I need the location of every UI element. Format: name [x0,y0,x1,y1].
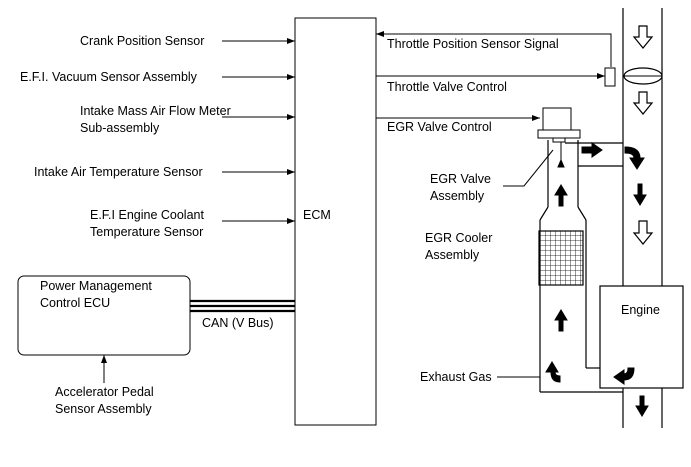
egr-gas-flow-arrows [545,142,649,417]
egr-arrow-up-1 [554,184,568,207]
ecm-label: ECM [303,208,331,222]
exhaust-arrow-down [635,395,649,417]
egr-arrow-up-2 [554,309,568,332]
can-bus-lines [190,299,295,313]
accelerator-pedal-sensor-label-line1: Accelerator Pedal [55,385,154,399]
vacuum-sensor-label: E.F.I. Vacuum Sensor Assembly [20,70,198,84]
exhaust-gas-label: Exhaust Gas [420,370,492,384]
intake-air-arrow-3 [632,220,654,245]
crank-position-sensor-label: Crank Position Sensor [80,34,204,48]
egr-cooler-assembly-label-line1: EGR Cooler [425,231,492,245]
egr-arrow-right [581,142,603,158]
egr-to-intake-passage [565,142,623,167]
power-management-ecu-label-line2: Control ECU [40,296,110,310]
egr-cooler-assembly-label-line2: Assembly [425,248,480,262]
power-management-ecu-label-line1: Power Management [40,279,152,293]
intake-air-arrow-2 [632,91,654,115]
egr-valve-assembly-leader [503,149,554,187]
egr-arrow-curve-down [624,146,645,170]
intake-air-temp-sensor-label: Intake Air Temperature Sensor [34,165,203,179]
exhaust-arrow-curve-left [613,367,635,385]
main-pipe [622,8,663,428]
engine-block [599,285,684,389]
maf-meter-label-line1: Intake Mass Air Flow Meter [80,104,231,118]
throttle-valve-control-label: Throttle Valve Control [387,80,507,94]
throttle-actuator [604,67,616,87]
egr-arrow-down [633,183,647,206]
can-bus-label: CAN (V Bus) [202,316,274,330]
coolant-temp-sensor-label-line2: Temperature Sensor [90,225,203,239]
coolant-temp-sensor-label-line1: E.F.I Engine Coolant [90,208,204,222]
egr-valve-control-label: EGR Valve Control [387,120,492,134]
intake-air-arrow-1 [632,25,654,49]
egr-valve-assembly-label-line2: Assembly [430,189,485,203]
ecm-box [294,17,377,426]
intake-air-flow-arrows [632,25,654,245]
accelerator-pedal-sensor-label-line2: Sensor Assembly [55,402,152,416]
egr-valve-assembly [537,107,581,168]
egr-valve-assembly-label-line1: EGR Valve [430,172,491,186]
throttle-position-signal-line [376,31,612,67]
engine-label: Engine [621,303,660,317]
exhaust-arrow-curve-up [545,361,561,383]
maf-meter-label-line2: Sub-assembly [80,121,160,135]
throttle-position-signal-label: Throttle Position Sensor Signal [387,37,559,51]
egr-cooler-core [538,230,584,286]
